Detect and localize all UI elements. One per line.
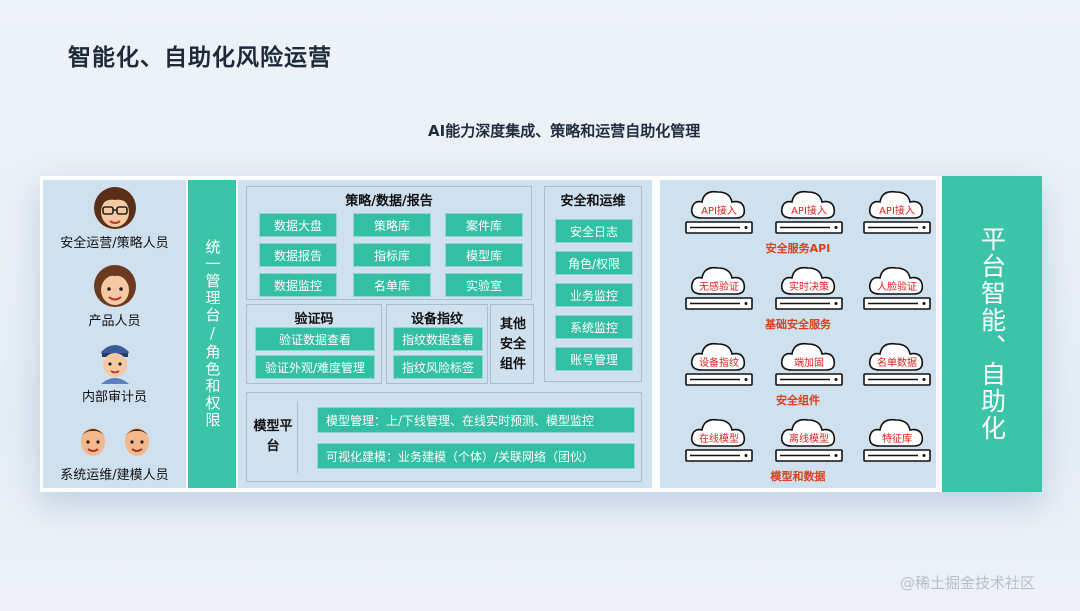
cloud-server-icon: 在线模型	[680, 412, 758, 464]
captcha-box: 验证码 验证数据查看 验证外观/难度管理	[246, 304, 382, 384]
role-sysops: 系统运维/建模人员	[43, 418, 186, 483]
cloud-server-icon: 人脸验证	[858, 260, 936, 312]
cloud-server-icon: API接入	[858, 184, 936, 236]
platform-column: 平台智能、自助化	[942, 176, 1042, 492]
ops-item[interactable]: 系统监控	[555, 315, 633, 339]
other-components-label: 其他安全组件	[499, 317, 526, 372]
role-label: 产品人员	[88, 314, 141, 329]
role-label: 内部审计员	[81, 390, 147, 405]
service-group-label: 安全服务API	[765, 242, 831, 255]
cloud-server-icon: 端加固	[770, 336, 848, 388]
role-auditor: 内部审计员	[43, 336, 186, 405]
captcha-item[interactable]: 验证外观/难度管理	[255, 355, 375, 379]
cloud-server-icon: 离线模型	[770, 412, 848, 464]
cloud-label: API接入	[791, 206, 827, 217]
cloud-label: API接入	[879, 206, 915, 217]
cloud-label: 名单数据	[877, 358, 917, 369]
divider	[297, 401, 298, 473]
strategy-item[interactable]: 模型库	[445, 243, 523, 267]
model-platform-item[interactable]: 可视化建模：业务建模（个体）/关联网络（团伙）	[317, 443, 635, 469]
fingerprint-title: 设备指纹	[410, 312, 463, 327]
role-label: 系统运维/建模人员	[60, 468, 169, 483]
cloud-label: API接入	[701, 206, 737, 217]
roles-panel: 安全运营/策略人员 产品人员 内部审计员	[43, 180, 186, 488]
ops-box: 安全和运维 安全日志 角色/权限 业务监控 系统监控 账号管理	[544, 186, 642, 382]
unified-label: 统一管理台/角色和权限	[203, 239, 222, 429]
other-components-box: 其他安全组件	[490, 304, 534, 384]
cloud-server-icon: 特征库	[858, 412, 936, 464]
two-men-avatar-icon	[80, 428, 149, 456]
ops-item[interactable]: 业务监控	[555, 283, 633, 307]
unified-management-column: 统一管理台/角色和权限	[188, 180, 236, 488]
role-product: 产品人员	[43, 264, 186, 329]
cloud-server-icon: API接入	[680, 184, 758, 236]
cloud-label: 实时决策	[789, 282, 829, 293]
captcha-title: 验证码	[294, 312, 334, 327]
ops-item[interactable]: 角色/权限	[555, 251, 633, 275]
strategy-item[interactable]: 数据报告	[259, 243, 337, 267]
model-platform-title: 模型平台	[253, 419, 293, 454]
services-panel: API接入 API接入 API接入安全服务API 无感验证 实时决策 人脸验证基础安全服务…	[660, 180, 936, 488]
fingerprint-box: 设备指纹 指纹数据查看 指纹风险标签	[386, 304, 488, 384]
fingerprint-item[interactable]: 指纹风险标签	[393, 355, 483, 379]
ops-title: 安全和运维	[560, 194, 626, 209]
cloud-server-icon: 设备指纹	[680, 336, 758, 388]
watermark: @稀土掘金技术社区	[900, 574, 1036, 592]
cloud-label: 端加固	[794, 358, 824, 369]
model-platform-item[interactable]: 模型管理：上/下线管理、在线实时预测、模型监控	[317, 407, 635, 433]
slide-subtitle: AI能力深度集成、策略和运营自助化管理	[428, 122, 701, 140]
cloud-server-icon: 实时决策	[770, 260, 848, 312]
ops-item[interactable]: 安全日志	[555, 219, 633, 243]
strategy-box: 策略/数据/报告 数据大盘 策略库 案件库 数据报告 指标库 模型库 数据监控 …	[246, 186, 532, 300]
strategy-item[interactable]: 实验室	[445, 273, 523, 297]
cloud-label: 人脸验证	[877, 282, 917, 293]
cloud-label: 在线模型	[699, 434, 739, 445]
cloud-label: 无感验证	[699, 282, 739, 293]
ops-item[interactable]: 账号管理	[555, 347, 633, 371]
platform-label: 平台智能、自助化	[977, 226, 1007, 442]
service-group-label: 安全组件	[776, 394, 820, 407]
woman-avatar-icon	[93, 265, 136, 307]
role-security-ops: 安全运营/策略人员	[43, 186, 186, 251]
strategy-title: 策略/数据/报告	[345, 194, 433, 209]
strategy-item[interactable]: 名单库	[353, 273, 431, 297]
cloud-server-icon: API接入	[770, 184, 848, 236]
panel-divider	[654, 176, 658, 492]
strategy-item[interactable]: 数据监控	[259, 273, 337, 297]
cloud-server-icon: 无感验证	[680, 260, 758, 312]
service-group-label: 模型和数据	[770, 470, 826, 483]
strategy-item[interactable]: 指标库	[353, 243, 431, 267]
strategy-item[interactable]: 数据大盘	[259, 213, 337, 237]
service-group-label: 基础安全服务	[765, 318, 831, 331]
officer-avatar-icon	[100, 345, 129, 384]
woman-glasses-avatar-icon	[93, 187, 136, 229]
management-panel: 策略/数据/报告 数据大盘 策略库 案件库 数据报告 指标库 模型库 数据监控 …	[238, 180, 652, 488]
cloud-label: 离线模型	[789, 434, 829, 445]
role-label: 安全运营/策略人员	[60, 236, 169, 251]
cloud-server-icon: 名单数据	[858, 336, 936, 388]
strategy-item[interactable]: 策略库	[353, 213, 431, 237]
model-platform-box: 模型平台 模型管理：上/下线管理、在线实时预测、模型监控 可视化建模：业务建模（…	[246, 392, 642, 482]
captcha-item[interactable]: 验证数据查看	[255, 327, 375, 351]
cloud-label: 设备指纹	[699, 358, 739, 369]
slide-title: 智能化、自助化风险运营	[68, 45, 332, 71]
strategy-item[interactable]: 案件库	[445, 213, 523, 237]
cloud-label: 特征库	[882, 434, 912, 445]
fingerprint-item[interactable]: 指纹数据查看	[393, 327, 483, 351]
